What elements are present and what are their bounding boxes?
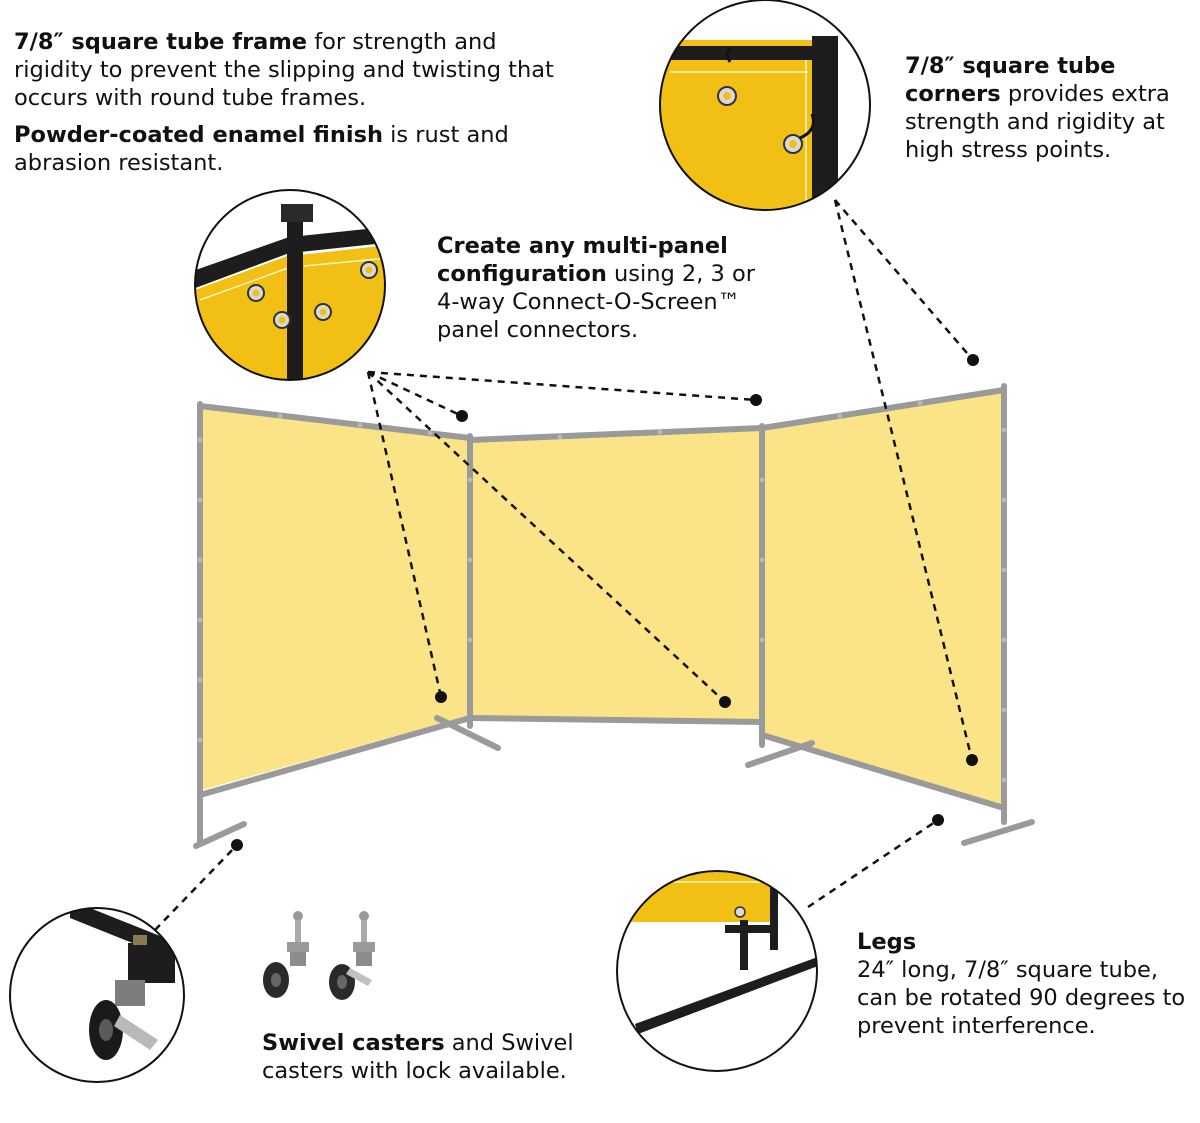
connector-detail-circle	[194, 189, 386, 381]
grommet-studs	[197, 400, 1007, 783]
frame-callout-title: 7/8″ square tube frame	[14, 29, 308, 55]
center-panel-curtain	[473, 430, 760, 720]
finish-callout-text: is rust and abrasion resistant.	[14, 122, 509, 176]
finish-callout-title: Powder-coated enamel finish	[14, 122, 383, 148]
casters-callout: Swivel casters and Swivel casters with l…	[262, 1029, 582, 1085]
leader-lines	[154, 199, 974, 931]
leader-dots	[231, 354, 979, 851]
legs-callout-text: 24″ long, 7/8″ square tube, can be rotat…	[857, 957, 1186, 1039]
caster-detail-circle	[9, 907, 185, 1083]
screen-legs	[193, 715, 1035, 849]
corners-callout-text: provides extra strength and rigidity at …	[905, 81, 1170, 163]
legs-callout-title: Legs	[857, 929, 917, 955]
multipanel-callout-title: Create any multi-panel configuration	[437, 233, 728, 287]
multipanel-callout: Create any multi-panel configuration usi…	[437, 232, 757, 344]
corners-callout: 7/8″ square tube corners provides extra …	[905, 52, 1197, 164]
casters-callout-title: Swivel casters	[262, 1030, 445, 1056]
casters-callout-text: and Swivel casters with lock available.	[262, 1030, 574, 1084]
caster-photo	[263, 911, 375, 1000]
multipanel-callout-text: using 2, 3 or 4-way Connect-O-Screen™ pa…	[437, 261, 756, 343]
left-panel-curtain	[202, 408, 470, 790]
corner-detail-circle	[659, 0, 871, 211]
three-panel-screen	[193, 383, 1035, 849]
legs-callout: Legs 24″ long, 7/8″ square tube, can be …	[857, 928, 1192, 1040]
leg-detail-circle	[616, 870, 818, 1072]
frame-callout: 7/8″ square tube frame for strength and …	[14, 28, 554, 177]
right-panel-curtain	[764, 392, 1002, 806]
frame-callout-text: for strength and rigidity to prevent the…	[14, 29, 554, 111]
corners-callout-title: 7/8″ square tube corners	[905, 53, 1116, 107]
